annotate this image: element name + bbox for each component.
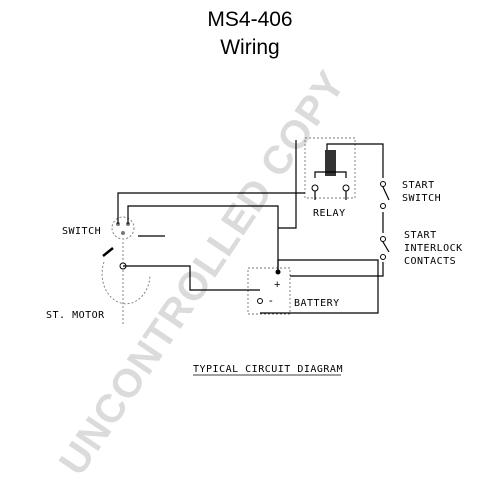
relay-box xyxy=(304,137,356,199)
relay-terminal-left xyxy=(311,184,319,192)
start-switch-contact-bottom xyxy=(380,203,386,209)
battery-plus-symbol: + xyxy=(274,279,280,291)
wire-solenoid-to-battery-pos xyxy=(127,205,279,272)
relay-label: RELAY xyxy=(313,208,346,219)
wire-solenoid-to-relay xyxy=(117,192,305,224)
wire-interlock-return xyxy=(290,262,384,277)
wire-motor-to-battery xyxy=(123,265,260,291)
relay-terminal-right xyxy=(342,184,350,192)
wire-battery-loop xyxy=(260,259,379,314)
start-switch-label-line2: SWITCH xyxy=(402,193,441,204)
interlock-label-line3: CONTACTS xyxy=(404,256,456,267)
starter-link-strap xyxy=(102,247,114,257)
starter-motor-label: ST. MOTOR xyxy=(46,310,105,321)
interlock-label-line1: START xyxy=(404,230,437,241)
relay-coil xyxy=(325,150,336,176)
battery-label: BATTERY xyxy=(294,298,340,309)
interlock-blade xyxy=(382,241,390,253)
interlock-contact-bottom xyxy=(380,254,386,260)
diagram-subtitle: Wiring xyxy=(220,36,280,59)
relay-contact-bar xyxy=(314,171,347,178)
watermark-text: UNCONTROLLED COPY xyxy=(51,63,354,483)
battery-minus-symbol: - xyxy=(269,295,273,307)
solenoid-switch-outline xyxy=(111,216,135,240)
interlock-contact-top xyxy=(380,236,386,242)
solenoid-terminal-c xyxy=(121,231,125,235)
start-switch-label-line1: START xyxy=(402,180,435,191)
wire-relay-return xyxy=(278,140,297,229)
battery-negative-terminal xyxy=(257,298,263,304)
switch-label: SWITCH xyxy=(62,226,101,237)
diagram-caption: TYPICAL CIRCUIT DIAGRAM xyxy=(193,364,343,375)
wire-coil-to-start-switch xyxy=(326,143,384,178)
start-switch-contact-top xyxy=(380,181,386,187)
starter-motor-outline xyxy=(101,261,151,305)
diagram-title: MS4-406 xyxy=(207,8,293,31)
battery-positive-terminal xyxy=(275,269,281,275)
battery-box xyxy=(247,267,291,315)
start-switch-blade xyxy=(382,186,390,201)
interlock-label-line2: INTERLOCK xyxy=(404,243,463,254)
